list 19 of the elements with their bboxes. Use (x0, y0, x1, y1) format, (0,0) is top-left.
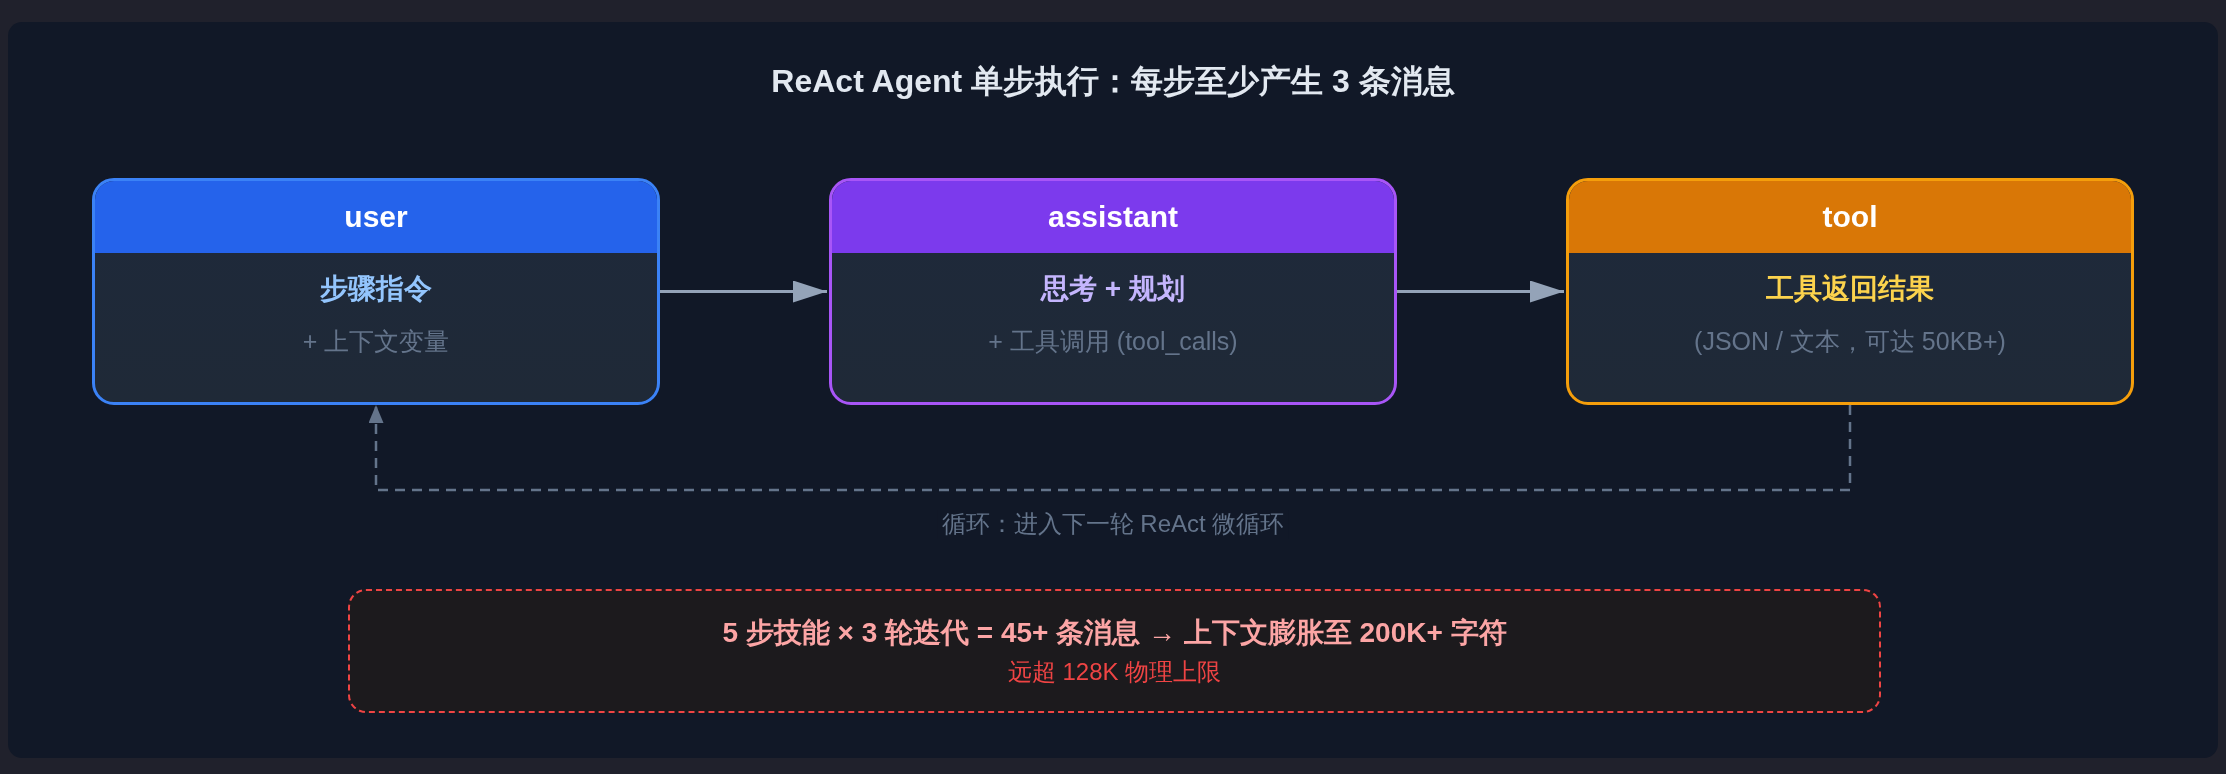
diagram-title: ReAct Agent 单步执行：每步至少产生 3 条消息 (771, 62, 1455, 101)
warning-note: 远超 128K 物理上限 (1007, 656, 1222, 687)
role-header: assistant (832, 181, 1394, 253)
warning-box (348, 589, 1881, 713)
message-card (829, 178, 1397, 405)
dashed-loop-arrow (368, 405, 1852, 492)
step-detail: + 上下文变量 (302, 326, 450, 358)
role-header: user (95, 181, 657, 253)
message-card (92, 178, 660, 405)
step-title: 步骤指令 (320, 272, 432, 306)
role-header: tool (1569, 181, 2131, 253)
arrow (660, 280, 827, 303)
warning-text: 5 步技能 × 3 轮迭代 = 45+ 条消息 → 上下文膨胀至 200K+ 字符 (722, 616, 1507, 651)
arrow (1397, 280, 1564, 303)
step-detail: + 工具调用 (tool_calls) (988, 326, 1238, 358)
step-title: 思考 + 规划 (1041, 272, 1185, 306)
step-title: 工具返回结果 (1766, 272, 1934, 306)
step-detail: (JSON / 文本，可达 50KB+) (1694, 326, 2006, 358)
message-card (1566, 178, 2134, 405)
